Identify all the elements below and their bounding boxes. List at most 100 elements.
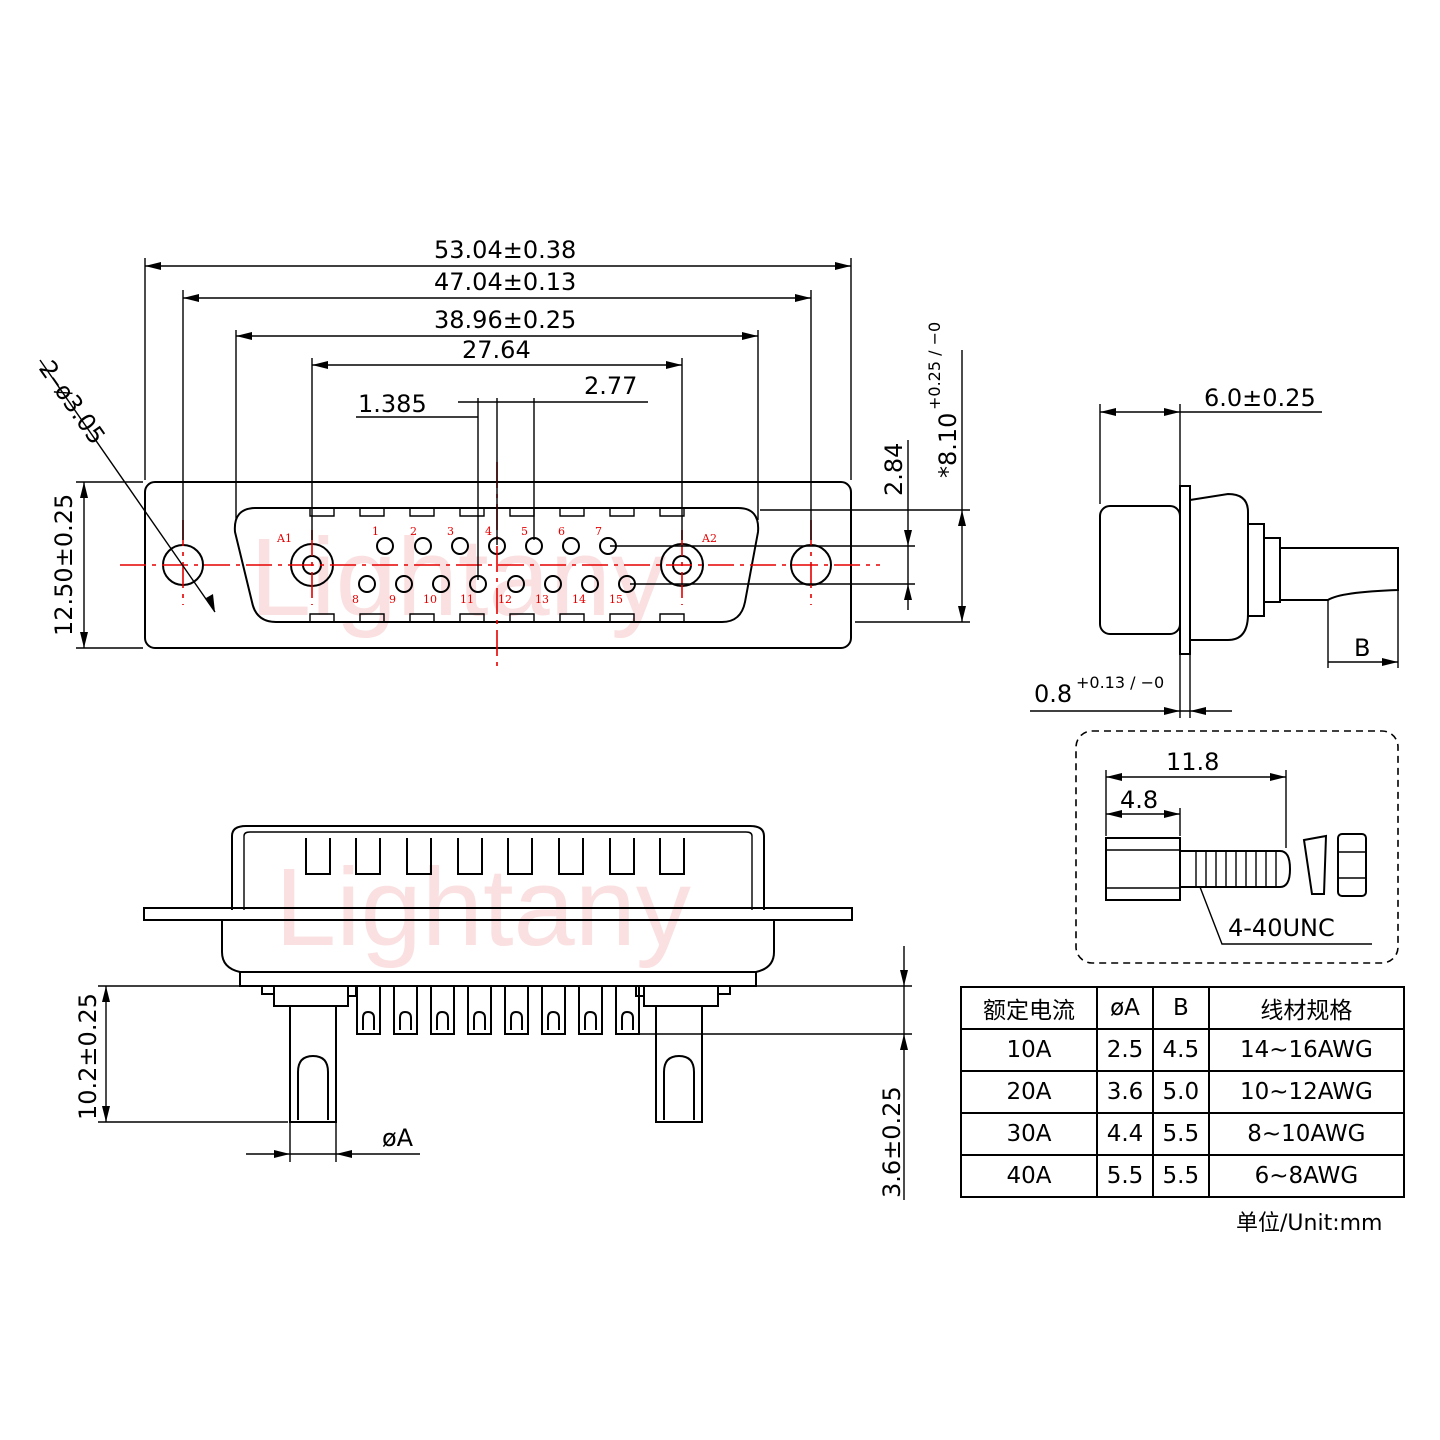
table-cell: 8~10AWG (1207, 1112, 1406, 1156)
label-a2: A2 (701, 532, 717, 545)
side-body (1189, 492, 1249, 641)
hex-nut (1337, 833, 1367, 897)
table-cell: 4.4 (1096, 1112, 1154, 1156)
thread-leader (1199, 886, 1372, 945)
label-a1: A1 (276, 532, 292, 545)
front-view: 10.2±0.25 øA 3.6±0.25 (74, 825, 912, 1200)
table-header-row: 额定电流 øA B 线材规格 (959, 986, 1406, 1030)
table-cell: 5.5 (1096, 1154, 1154, 1198)
header-b: B (1151, 986, 1210, 1030)
watermark-top: Lightany (250, 516, 666, 639)
dim-depth: *8.10 (934, 413, 962, 478)
table-cell: 10A (959, 1028, 1099, 1072)
shell-notches (309, 508, 685, 622)
signal-tails (356, 986, 640, 1035)
right-power-block (643, 985, 719, 1007)
table-cell: 5.5 (1151, 1154, 1210, 1198)
table-row: 10A 2.5 4.5 14~16AWG (959, 1028, 1406, 1072)
dim-mount-spacing: 47.04±0.13 (434, 268, 576, 296)
screw-detail-frame (1075, 730, 1399, 964)
pin-label: 7 (595, 525, 602, 538)
left-power-tail (289, 1005, 337, 1123)
dim-flange-tolerance: +0.13 / −0 (1076, 673, 1164, 692)
dim-side-width: 6.0±0.25 (1204, 384, 1316, 412)
hole-leader-arrow (206, 594, 215, 612)
dim-flange-height: 12.50±0.25 (50, 494, 78, 636)
pin-numbers-top: 1 2 3 4 5 6 7 (372, 525, 602, 538)
side-neck (1263, 537, 1281, 603)
side-collar (1247, 523, 1265, 617)
table-cell: 3.6 (1096, 1070, 1154, 1114)
label-thread-spec: 4-40UNC (1228, 914, 1335, 942)
dim-pin-span: 27.64 (462, 336, 531, 364)
pin-label: 2 (410, 525, 417, 538)
dim-half-pitch: 1.385 (358, 390, 427, 418)
table-cell: 5.0 (1151, 1070, 1210, 1114)
pin-label: 11 (460, 593, 474, 606)
table-cell: 6~8AWG (1207, 1154, 1406, 1198)
table-row: 30A 4.4 5.5 8~10AWG (959, 1112, 1406, 1156)
front-base (239, 971, 757, 987)
dim-standoff-length: 4.8 (1120, 786, 1158, 814)
screw-detail: 11.8 4.8 4-40UNC (1075, 730, 1399, 964)
table-cell: 10~12AWG (1207, 1070, 1406, 1114)
hole-leader (39, 359, 216, 613)
top-view: A1 A2 1 2 3 4 5 6 7 8 9 10 11 12 (33, 236, 970, 668)
table-cell: 40A (959, 1154, 1099, 1198)
dimension-lines-top (144, 258, 852, 580)
pin-label: 3 (447, 525, 454, 538)
pin-label: 6 (558, 525, 565, 538)
table-cell: 30A (959, 1112, 1099, 1156)
standoff-hex (1105, 837, 1181, 901)
table-row: 40A 5.5 5.5 6~8AWG (959, 1154, 1406, 1198)
dim-overall-width: 53.04±0.38 (434, 236, 576, 264)
header-wire-spec: 线材规格 (1207, 986, 1406, 1030)
pin-label: 9 (389, 593, 396, 606)
header-diameter-a: øA (1096, 986, 1154, 1030)
side-cable (1280, 547, 1399, 601)
dim-shell-width: 38.96±0.25 (434, 306, 576, 334)
table-cell: 2.5 (1096, 1028, 1154, 1072)
front-flange (143, 907, 853, 921)
pin-label: 13 (535, 593, 549, 606)
screw-thread (1180, 850, 1292, 888)
table-cell: 4.5 (1151, 1028, 1210, 1072)
dim-flange-thickness: 0.8 (1034, 680, 1072, 708)
left-power-block (273, 985, 349, 1007)
side-shell (1099, 505, 1181, 635)
table-cell: 20A (959, 1070, 1099, 1114)
dim-depth-tolerance: +0.25 / −0 (925, 322, 944, 410)
unit-label: 单位/Unit:mm (1236, 1211, 1383, 1236)
dim-tail-length: 10.2±0.25 (74, 993, 102, 1120)
dim-pitch: 2.77 (584, 372, 637, 400)
dimension-arrows-top (145, 262, 851, 369)
dim-hole-callout: 2–ø3.05 (33, 355, 111, 449)
lock-washer (1302, 834, 1328, 895)
pin-label: 4 (485, 525, 492, 538)
pin-label: 8 (352, 593, 359, 606)
header-rated-current: 额定电流 (959, 986, 1099, 1030)
spec-table: 额定电流 øA B 线材规格 10A 2.5 4.5 14~16AWG 20A … (959, 986, 1406, 1198)
label-diameter-a: øA (382, 1124, 414, 1152)
label-b: B (1354, 634, 1370, 662)
front-slots (305, 838, 685, 875)
side-flange (1179, 485, 1191, 655)
left-tail-slot (297, 1054, 329, 1120)
front-shell (231, 825, 765, 910)
pin-label: 5 (521, 525, 528, 538)
dim-screw-length: 11.8 (1166, 748, 1219, 776)
table-row: 20A 3.6 5.0 10~12AWG (959, 1070, 1406, 1114)
d-shell-outline (233, 507, 760, 623)
pin-label: 14 (572, 593, 586, 606)
pin-label: 10 (423, 593, 437, 606)
right-tail-slot (663, 1054, 695, 1120)
dim-stub-length: 3.6±0.25 (878, 1086, 906, 1198)
dimension-lines-right (610, 350, 970, 623)
pin-label: 1 (372, 525, 379, 538)
table-cell: 5.5 (1151, 1112, 1210, 1156)
pin-label: 15 (609, 593, 623, 606)
side-view: B 6.0±0.25 0.8 +0.13 / −0 (1030, 384, 1399, 718)
pin-label: 12 (498, 593, 512, 606)
right-power-tail (655, 1005, 703, 1123)
